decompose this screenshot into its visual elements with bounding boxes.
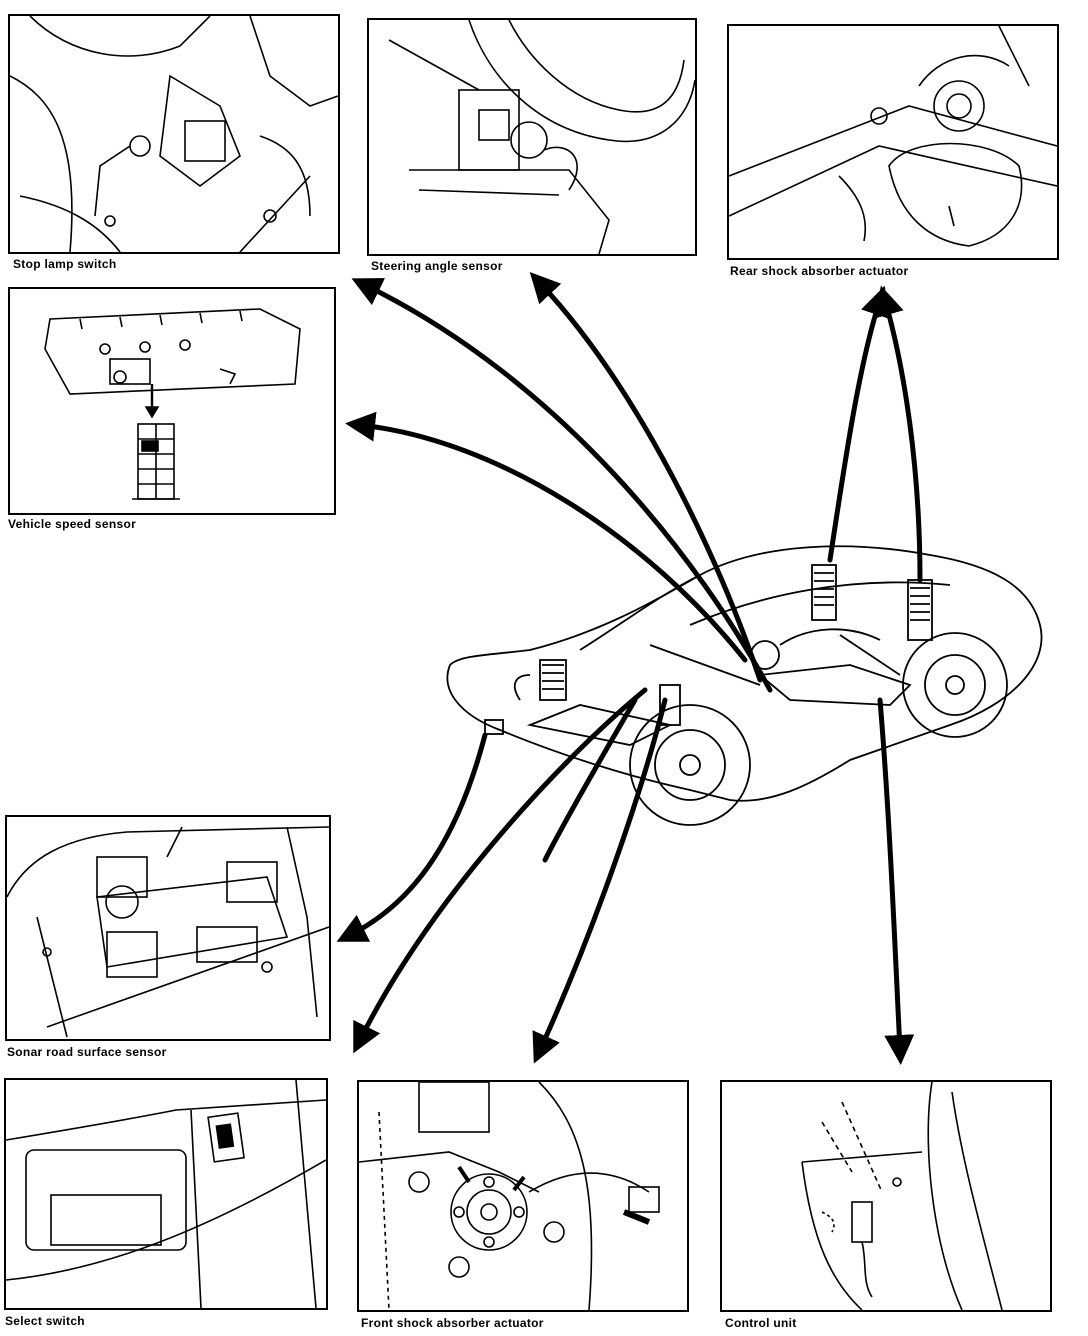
front-shock-absorber-actuator-panel — [357, 1080, 689, 1312]
vehicle-cutaway-drawing — [446, 545, 1043, 826]
stop-lamp-switch-caption: Stop lamp switch — [13, 257, 117, 271]
steering-angle-sensor-caption: Steering angle sensor — [371, 259, 503, 273]
steering-angle-sensor-drawing — [388, 20, 695, 254]
vehicle-speed-sensor-caption: Vehicle speed sensor — [8, 517, 137, 531]
rear-shock-absorber-actuator-panel — [727, 24, 1059, 260]
control-unit-caption: Control unit — [725, 1316, 797, 1330]
front-shock-absorber-actuator-drawing — [359, 1082, 660, 1310]
arrow-to-steering-angle-sensor — [529, 272, 763, 683]
arrow-to-rear-shock-left — [827, 285, 890, 563]
vehicle-speed-sensor-drawing — [44, 308, 301, 500]
arrow-to-sonar-sensor — [336, 732, 488, 942]
sonar-road-surface-sensor-drawing — [7, 826, 329, 1038]
select-switch-panel — [4, 1078, 328, 1310]
vehicle-speed-sensor-panel — [8, 287, 336, 515]
arrow-to-rear-shock-right — [874, 285, 923, 583]
sonar-road-surface-sensor-panel — [5, 815, 331, 1041]
arrow-to-front-shock — [532, 697, 668, 1064]
arrow-to-select-switch — [353, 687, 648, 1054]
arrow-to-vehicle-speed-sensor — [345, 411, 748, 663]
control-unit-panel — [720, 1080, 1052, 1312]
select-switch-drawing — [6, 1080, 326, 1308]
sonar-road-surface-sensor-caption: Sonar road surface sensor — [7, 1045, 167, 1059]
stop-lamp-switch-drawing — [10, 16, 338, 252]
rear-shock-absorber-actuator-caption: Rear shock absorber actuator — [730, 264, 909, 278]
front-shock-absorber-actuator-caption: Front shock absorber actuator — [361, 1316, 544, 1330]
control-unit-drawing — [801, 1082, 1003, 1310]
select-switch-caption: Select switch — [5, 1314, 85, 1328]
stop-lamp-switch-panel — [8, 14, 340, 254]
rear-shock-absorber-actuator-drawing — [729, 26, 1057, 247]
arrow-to-stop-lamp-switch — [351, 278, 773, 693]
steering-angle-sensor-panel — [367, 18, 697, 256]
arrow-to-front-shock-2 — [542, 697, 638, 863]
